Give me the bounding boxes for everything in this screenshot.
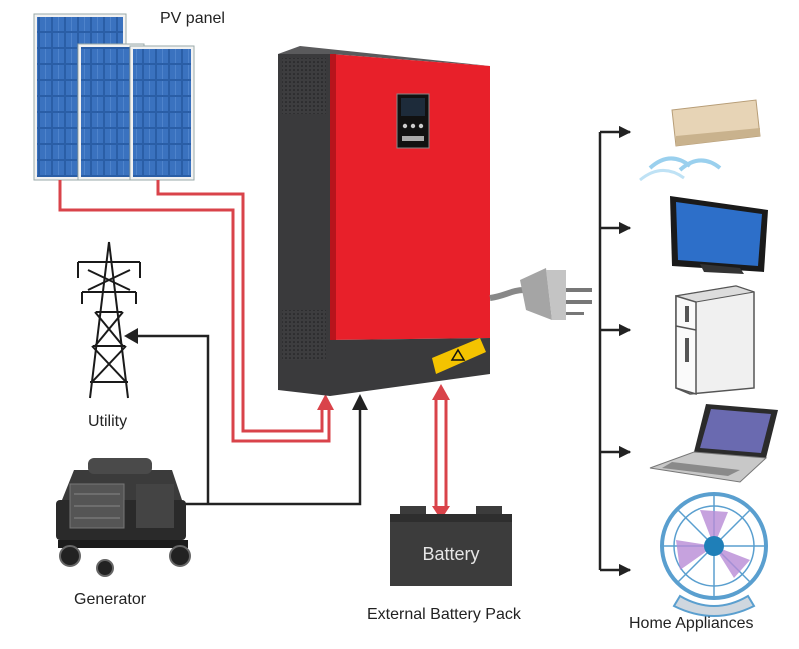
home-appliances-label: Home Appliances xyxy=(629,615,754,632)
warning-label-icon xyxy=(432,338,486,374)
television-icon xyxy=(670,196,768,274)
source-arrow-icon xyxy=(124,328,368,410)
air-conditioner-icon xyxy=(639,99,761,182)
utility-label: Utility xyxy=(88,413,128,430)
pv-panel-label: PV panel xyxy=(160,10,225,27)
battery-text: Battery xyxy=(422,544,479,564)
battery-connection-line xyxy=(432,384,450,520)
inverter-icon xyxy=(278,46,490,396)
generator-icon xyxy=(56,458,191,577)
source-connection-line xyxy=(134,334,362,506)
solar-panel-icon xyxy=(33,13,195,181)
external-battery-pack-label: External Battery Pack xyxy=(367,606,521,623)
power-tower-icon xyxy=(77,241,141,399)
plug-icon xyxy=(489,268,592,320)
pv-connection-line xyxy=(58,180,331,443)
appliance-bus-line xyxy=(598,125,632,577)
pv-arrow-icon xyxy=(317,394,334,410)
generator-label: Generator xyxy=(74,591,147,608)
laptop-icon xyxy=(649,404,778,483)
fan-icon xyxy=(660,492,768,617)
battery-icon: Battery xyxy=(390,506,512,586)
refrigerator-icon xyxy=(675,285,755,396)
